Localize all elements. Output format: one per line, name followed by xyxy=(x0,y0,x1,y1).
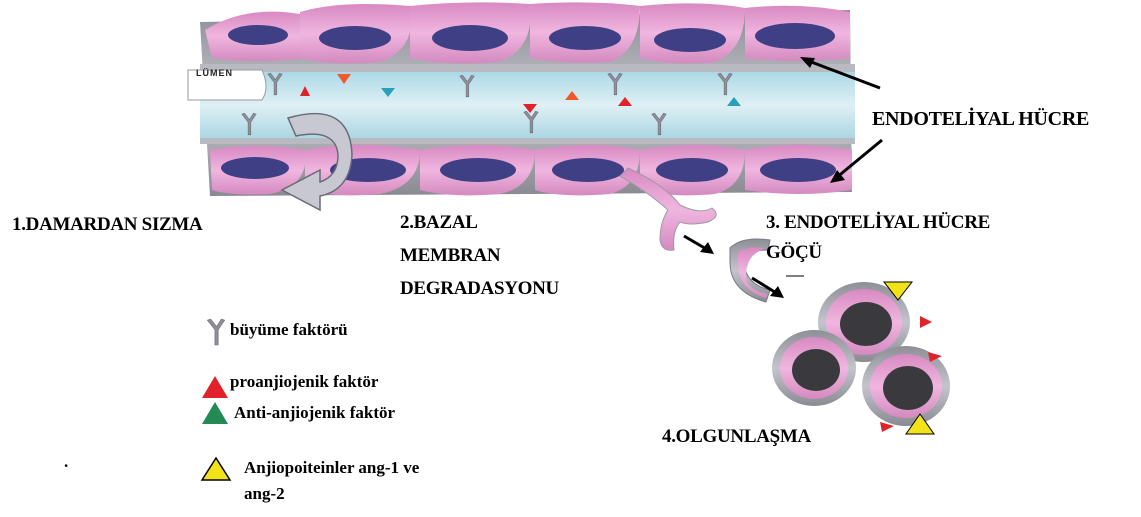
step2-label-line2: MEMBRAN xyxy=(400,245,500,268)
step4-label: 4.OLGUNLAŞMA xyxy=(662,426,811,449)
mature-cells xyxy=(772,276,950,434)
step2-label-line1: 2.BAZAL xyxy=(400,212,478,235)
legend-antiangiogenic: Anti-anjiojenik faktör xyxy=(234,403,395,423)
angiopoietin-icon xyxy=(202,458,230,480)
step3-label-line1: 3. ENDOTELİYAL HÜCRE xyxy=(766,212,990,235)
step2-label-line3: DEGRADASYONU xyxy=(400,278,559,301)
antiangiogenic-icon xyxy=(202,402,228,424)
step1-label: 1.DAMARDAN SIZMA xyxy=(12,214,202,237)
legend-proangiogenic: proanjiojenik faktör xyxy=(230,372,378,392)
legend-angiopoietin-line1: Anjiopoiteinler ang-1 ve xyxy=(244,458,419,478)
proangiogenic-icon xyxy=(202,376,228,398)
endothelial-cell-label: ENDOTELİYAL HÜCRE xyxy=(872,107,1089,131)
growth-factor-icon xyxy=(207,319,224,345)
legend-icons xyxy=(202,319,230,480)
blood-vessel xyxy=(188,2,882,210)
legend-growth-factor: büyüme faktörü xyxy=(230,320,348,340)
legend-angiopoietin-line2: ang-2 xyxy=(244,484,285,504)
lumen-label: LÜMEN xyxy=(196,68,233,78)
stray-dot: . xyxy=(64,452,68,472)
step3-label-line2: GÖÇÜ xyxy=(766,242,822,265)
